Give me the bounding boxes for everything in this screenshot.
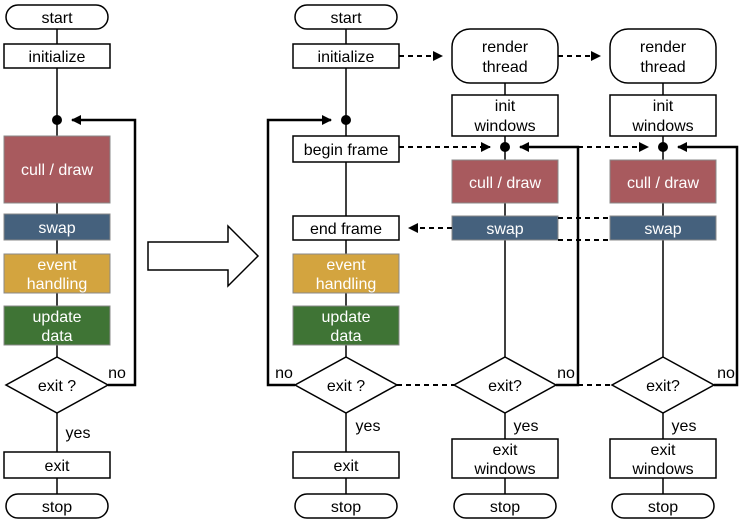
thread2-swap-label: swap xyxy=(644,221,681,238)
thread1-exit-label-2: windows xyxy=(473,461,535,478)
main-end-frame-label: end frame xyxy=(310,221,382,238)
thread1-stop-terminal xyxy=(453,493,557,519)
thread2-render-label-2: thread xyxy=(640,59,685,76)
transform-arrow xyxy=(147,224,260,288)
left-start-terminal xyxy=(5,4,109,30)
thread1-exit-question: exit? xyxy=(488,378,522,395)
main-begin-frame-label: begin frame xyxy=(304,142,389,159)
main-update-label-1: update xyxy=(322,309,371,326)
main-initialize-box xyxy=(292,43,400,69)
main-flowchart xyxy=(266,29,347,494)
main-begin-frame-box xyxy=(292,135,400,163)
main-initialize-label: initialize xyxy=(318,49,375,66)
thread2-yes-label: yes xyxy=(672,418,697,435)
thread1-yes-label: yes xyxy=(514,418,539,435)
thread1-render-label-1: render xyxy=(482,39,529,56)
left-yes-label: yes xyxy=(66,425,91,442)
thread2-exit-label-2: windows xyxy=(631,461,693,478)
thread1-junction-dot xyxy=(500,142,510,152)
left-swap-box xyxy=(3,213,111,241)
main-stop-label: stop xyxy=(331,499,361,516)
left-exit-question: exit ? xyxy=(38,378,76,395)
main-yes-label: yes xyxy=(356,418,381,435)
main-exit-decision xyxy=(293,356,399,414)
left-junction-dot xyxy=(52,115,62,125)
thread1-render-label-2: thread xyxy=(482,59,527,76)
thread2-cull-draw-label: cull / draw xyxy=(627,175,699,192)
thread2-junction-dot xyxy=(658,142,668,152)
thread2-render-thread-terminal xyxy=(609,28,717,84)
thread1-stop-label: stop xyxy=(490,499,520,516)
thread2-exit-windows-box xyxy=(609,438,717,479)
left-event-label-1: event xyxy=(37,257,77,274)
left-initialize-label: initialize xyxy=(29,49,86,66)
thread2-render-label-1: render xyxy=(640,39,687,56)
main-stop-terminal xyxy=(294,493,398,519)
thread2-init-label-2: windows xyxy=(631,118,693,135)
main-event-label-1: event xyxy=(326,257,366,274)
left-stop-terminal xyxy=(5,493,109,519)
thread1-cull-draw-box xyxy=(451,159,559,204)
left-cull-draw-box xyxy=(3,135,111,204)
thread2-no-label: no xyxy=(717,365,735,382)
left-exit-decision xyxy=(4,356,110,414)
thread1-swap-label: swap xyxy=(486,221,523,238)
left-swap-label: swap xyxy=(38,220,75,237)
thread1-cull-draw-label: cull / draw xyxy=(469,175,541,192)
thread1-exit-decision xyxy=(452,356,558,414)
main-update-data-box xyxy=(292,305,400,346)
left-event-label-2: handling xyxy=(27,276,88,293)
thread1-init-windows-box xyxy=(451,94,559,137)
main-start-label: start xyxy=(330,10,362,27)
left-initialize-box xyxy=(3,43,111,69)
left-update-label-2: data xyxy=(41,328,72,345)
main-start-terminal xyxy=(294,4,398,30)
left-exit-label: exit xyxy=(45,458,70,475)
main-exit-box xyxy=(292,451,400,479)
left-start-label: start xyxy=(41,10,73,27)
left-no-label: no xyxy=(108,365,126,382)
main-event-handling-box xyxy=(292,253,400,294)
sync-connectors xyxy=(397,51,649,386)
main-no-label: no xyxy=(275,365,293,382)
left-cull-draw-label: cull / draw xyxy=(21,162,93,179)
left-event-handling-box xyxy=(3,253,111,294)
thread2-exit-label-1: exit xyxy=(651,442,676,459)
thread1-swap-box xyxy=(451,215,559,241)
thread2-stop-label: stop xyxy=(648,499,678,516)
left-update-data-box xyxy=(3,305,111,346)
thread2-swap-box xyxy=(609,215,717,241)
thread2-stop-terminal xyxy=(611,493,715,519)
thread2-exit-question: exit? xyxy=(646,378,680,395)
thread1-init-label-1: init xyxy=(495,98,516,115)
thread2-init-windows-box xyxy=(609,94,717,137)
left-exit-box xyxy=(3,451,111,479)
main-junction-dot xyxy=(341,115,351,125)
main-end-frame-box xyxy=(292,215,400,241)
thread1-exit-label-1: exit xyxy=(493,442,518,459)
main-exit-question: exit ? xyxy=(327,378,365,395)
left-update-label-1: update xyxy=(33,309,82,326)
thread2-exit-decision xyxy=(610,356,716,414)
main-event-label-2: handling xyxy=(316,276,377,293)
thread2-flowchart xyxy=(662,83,739,494)
thread1-init-label-2: windows xyxy=(473,118,535,135)
main-exit-label: exit xyxy=(334,458,359,475)
thread2-init-label-1: init xyxy=(653,98,674,115)
thread2-cull-draw-box xyxy=(609,159,717,204)
thread1-exit-windows-box xyxy=(451,438,559,479)
left-stop-label: stop xyxy=(42,499,72,516)
main-update-label-2: data xyxy=(330,328,361,345)
thread1-no-label: no xyxy=(557,365,575,382)
